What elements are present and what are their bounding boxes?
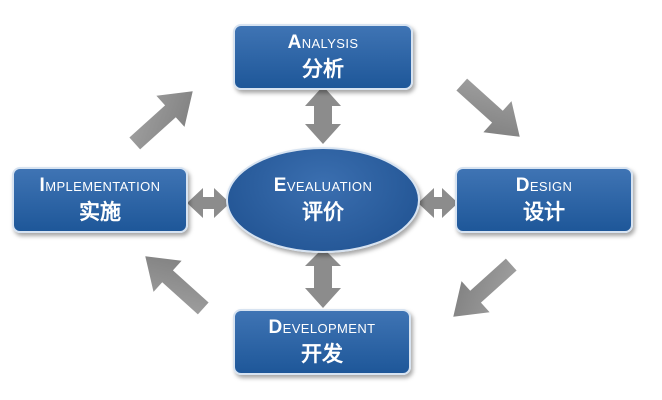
double-arrow-evaluation-development bbox=[305, 248, 341, 308]
development-label-zh: 开发 bbox=[301, 341, 343, 366]
design-box: DESIGN 设计 bbox=[455, 167, 633, 233]
evaluation-label-zh: 评价 bbox=[302, 199, 344, 224]
development-box: DEVELOPMENT 开发 bbox=[233, 309, 411, 375]
double-arrow-implementation-evaluation bbox=[187, 188, 230, 218]
double-arrow-analysis-evaluation bbox=[305, 86, 341, 144]
implementation-label-zh: 实施 bbox=[79, 199, 121, 224]
evaluation-ellipse: EVEALUATION 评价 bbox=[226, 147, 420, 253]
cycle-arrow-analysis-to-design bbox=[456, 78, 520, 137]
design-label-zh: 设计 bbox=[523, 199, 565, 224]
evaluation-label-en: EVEALUATION bbox=[273, 175, 373, 196]
cycle-arrow-implementation-to-analysis bbox=[129, 91, 193, 150]
cycle-arrow-development-to-implementation bbox=[145, 256, 209, 315]
analysis-label-en: ANALYSIS bbox=[287, 32, 359, 53]
implementation-label-en: IMPLEMENTATION bbox=[39, 175, 161, 196]
analysis-box: ANALYSIS 分析 bbox=[233, 24, 413, 90]
double-arrow-evaluation-design bbox=[418, 188, 458, 218]
analysis-label-zh: 分析 bbox=[302, 56, 344, 81]
design-label-en: DESIGN bbox=[515, 175, 573, 196]
cycle-arrow-design-to-development bbox=[453, 258, 517, 317]
development-label-en: DEVELOPMENT bbox=[268, 317, 376, 338]
implementation-box: IMPLEMENTATION 实施 bbox=[12, 167, 188, 233]
